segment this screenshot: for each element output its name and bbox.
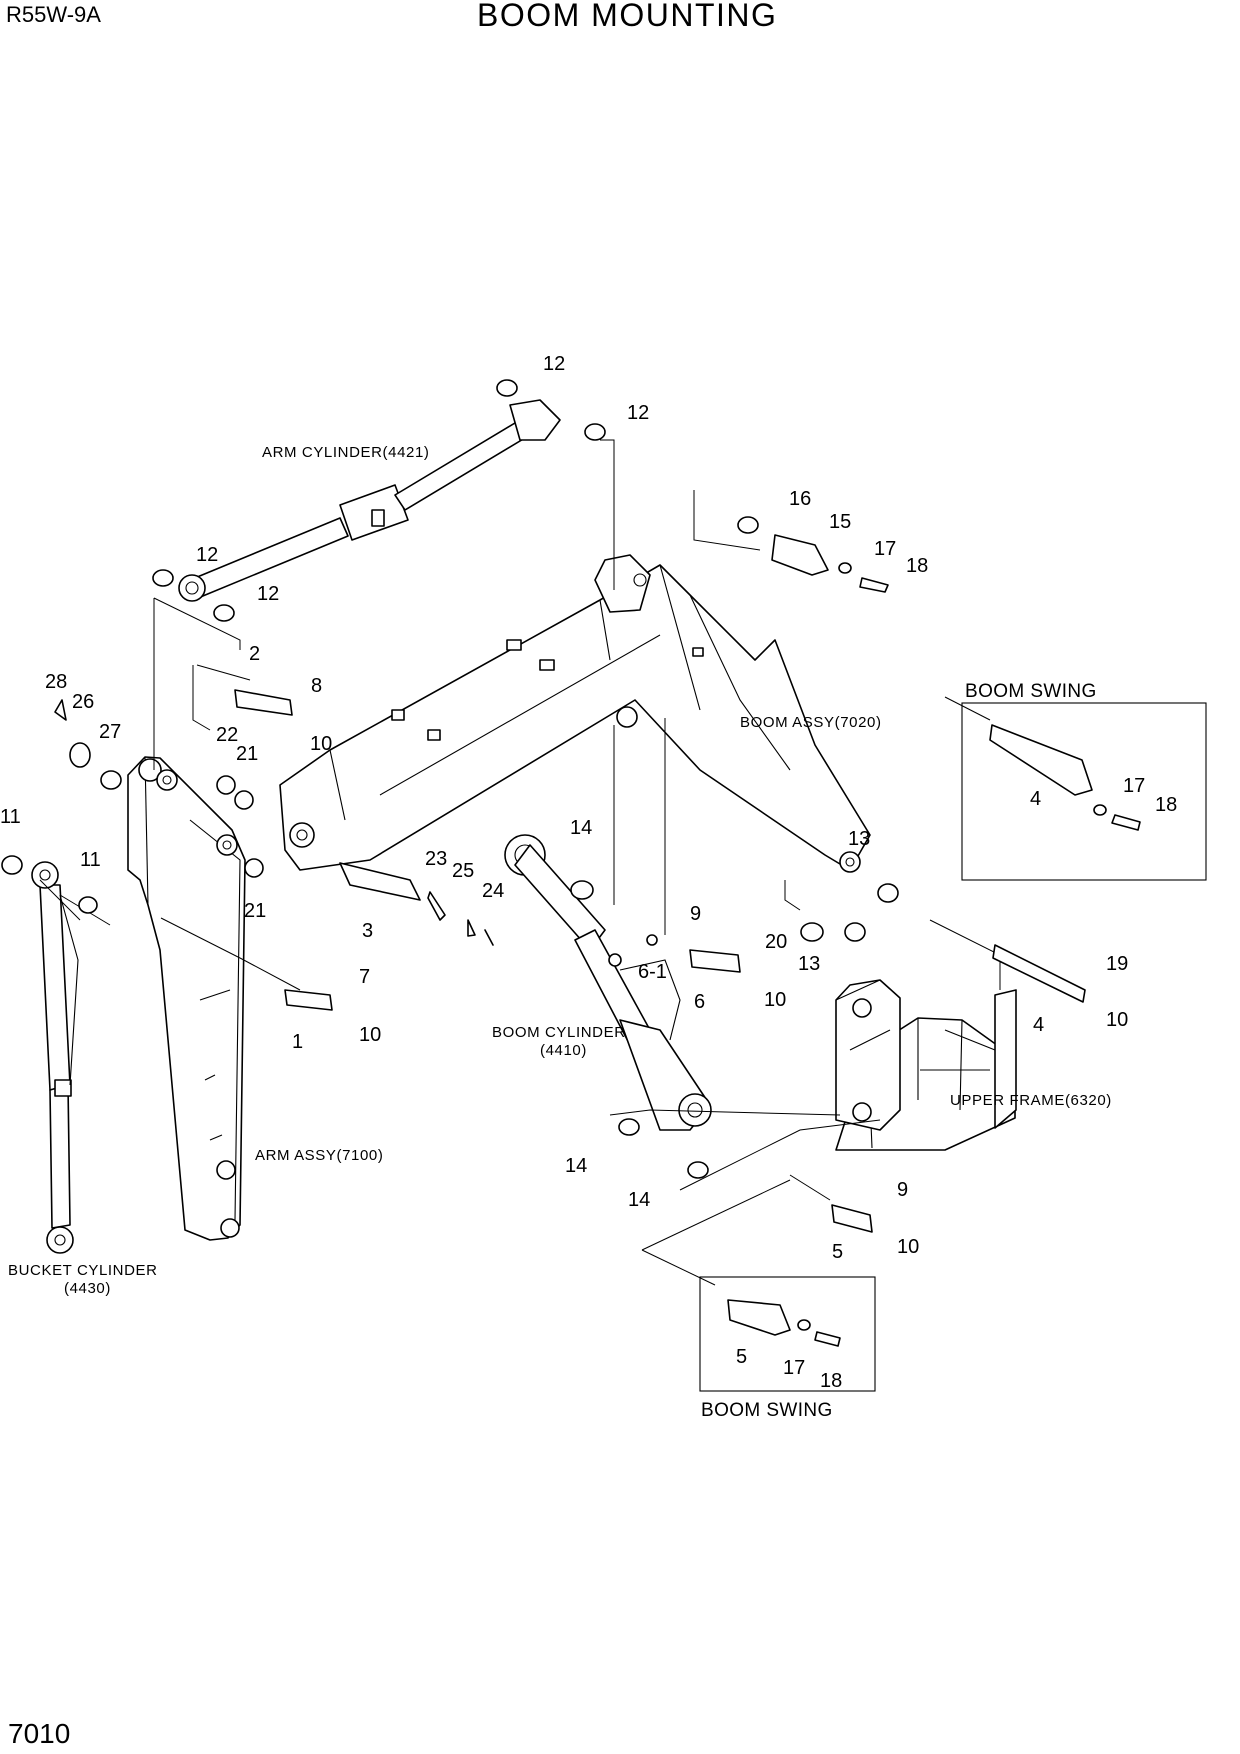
callout: 10 xyxy=(310,733,332,755)
callout: 11 xyxy=(0,806,21,828)
callout: 6-1 xyxy=(638,961,667,983)
callout: 10 xyxy=(359,1024,381,1046)
boom-cylinder-label-line2: (4410) xyxy=(540,1042,587,1059)
callout: 5 xyxy=(832,1241,843,1263)
callout: 22 xyxy=(216,724,238,746)
leader-lines xyxy=(39,439,1001,1286)
callout: 24 xyxy=(482,880,504,902)
callout-numbers: 12 12 12 12 16 15 17 18 2 8 28 26 27 22 … xyxy=(0,353,1128,1263)
callout: 4 xyxy=(1033,1014,1044,1036)
callout: 10 xyxy=(897,1236,919,1258)
callout: 8 xyxy=(311,675,322,697)
callout: 3 xyxy=(362,920,373,942)
callout: 10 xyxy=(764,989,786,1011)
arm-assy xyxy=(127,756,246,1241)
callout: 11 xyxy=(80,849,101,871)
boom-swing-lower-callout-18: 18 xyxy=(820,1370,842,1392)
callout: 12 xyxy=(257,583,279,605)
boom-swing-title-lower: BOOM SWING xyxy=(701,1400,833,1421)
upper-frame xyxy=(835,979,1017,1151)
callout: 14 xyxy=(565,1155,587,1177)
callout: 21 xyxy=(236,743,258,765)
boom-swing-title-upper: BOOM SWING xyxy=(965,681,1097,702)
boom-swing-box-lower xyxy=(699,1276,876,1392)
callout: 20 xyxy=(765,931,787,953)
callout: 17 xyxy=(874,538,896,560)
boom-swing-lower-callout-5: 5 xyxy=(736,1346,747,1368)
model-label: R55W-9A xyxy=(6,2,101,27)
callout: 14 xyxy=(570,817,592,839)
callout: 12 xyxy=(196,544,218,566)
arm-cylinder-label: ARM CYLINDER(4421) xyxy=(262,444,430,461)
boom-cylinder-label-line1: BOOM CYLINDER xyxy=(492,1024,626,1041)
boom-swing-box-upper xyxy=(961,702,1207,881)
small-parts xyxy=(1,379,1141,1347)
callout: 13 xyxy=(798,953,820,975)
page-title: BOOM MOUNTING xyxy=(477,0,777,33)
callout: 26 xyxy=(72,691,94,713)
bucket-cylinder-label-line2: (4430) xyxy=(64,1280,111,1297)
callout: 1 xyxy=(292,1031,303,1053)
page-number: 7010 xyxy=(8,1718,70,1749)
callout: 16 xyxy=(789,488,811,510)
boom-swing-upper-callout-4: 4 xyxy=(1030,788,1041,810)
callout: 27 xyxy=(99,721,121,743)
callout: 28 xyxy=(45,671,67,693)
callout: 12 xyxy=(543,353,565,375)
callout: 23 xyxy=(425,848,447,870)
callout: 14 xyxy=(628,1189,650,1211)
callout: 9 xyxy=(690,903,701,925)
arm-cylinder xyxy=(178,399,561,602)
bucket-cylinder xyxy=(31,861,79,1254)
callout: 10 xyxy=(1106,1009,1128,1031)
upper-frame-label: UPPER FRAME(6320) xyxy=(950,1092,1112,1109)
callout: 9 xyxy=(897,1179,908,1201)
boom-swing-upper-callout-18: 18 xyxy=(1155,794,1177,816)
callout: 18 xyxy=(906,555,928,577)
boom-swing-upper-callout-17: 17 xyxy=(1123,775,1145,797)
boom-swing-lower-callout-17: 17 xyxy=(783,1357,805,1379)
callout: 19 xyxy=(1106,953,1128,975)
callout: 15 xyxy=(829,511,851,533)
arm-assy-label: ARM ASSY(7100) xyxy=(255,1147,383,1164)
boom-assy xyxy=(279,554,871,873)
callout: 21 xyxy=(244,900,266,922)
callout: 25 xyxy=(452,860,474,882)
bucket-cylinder-label-line1: BUCKET CYLINDER xyxy=(8,1262,158,1279)
callout: 2 xyxy=(249,643,260,665)
callout: 6 xyxy=(694,991,705,1013)
boom-cylinder xyxy=(504,834,712,1131)
boom-assy-label: BOOM ASSY(7020) xyxy=(740,714,882,731)
callout: 12 xyxy=(627,402,649,424)
callout: 7 xyxy=(359,966,370,988)
callout: 13 xyxy=(848,828,870,850)
